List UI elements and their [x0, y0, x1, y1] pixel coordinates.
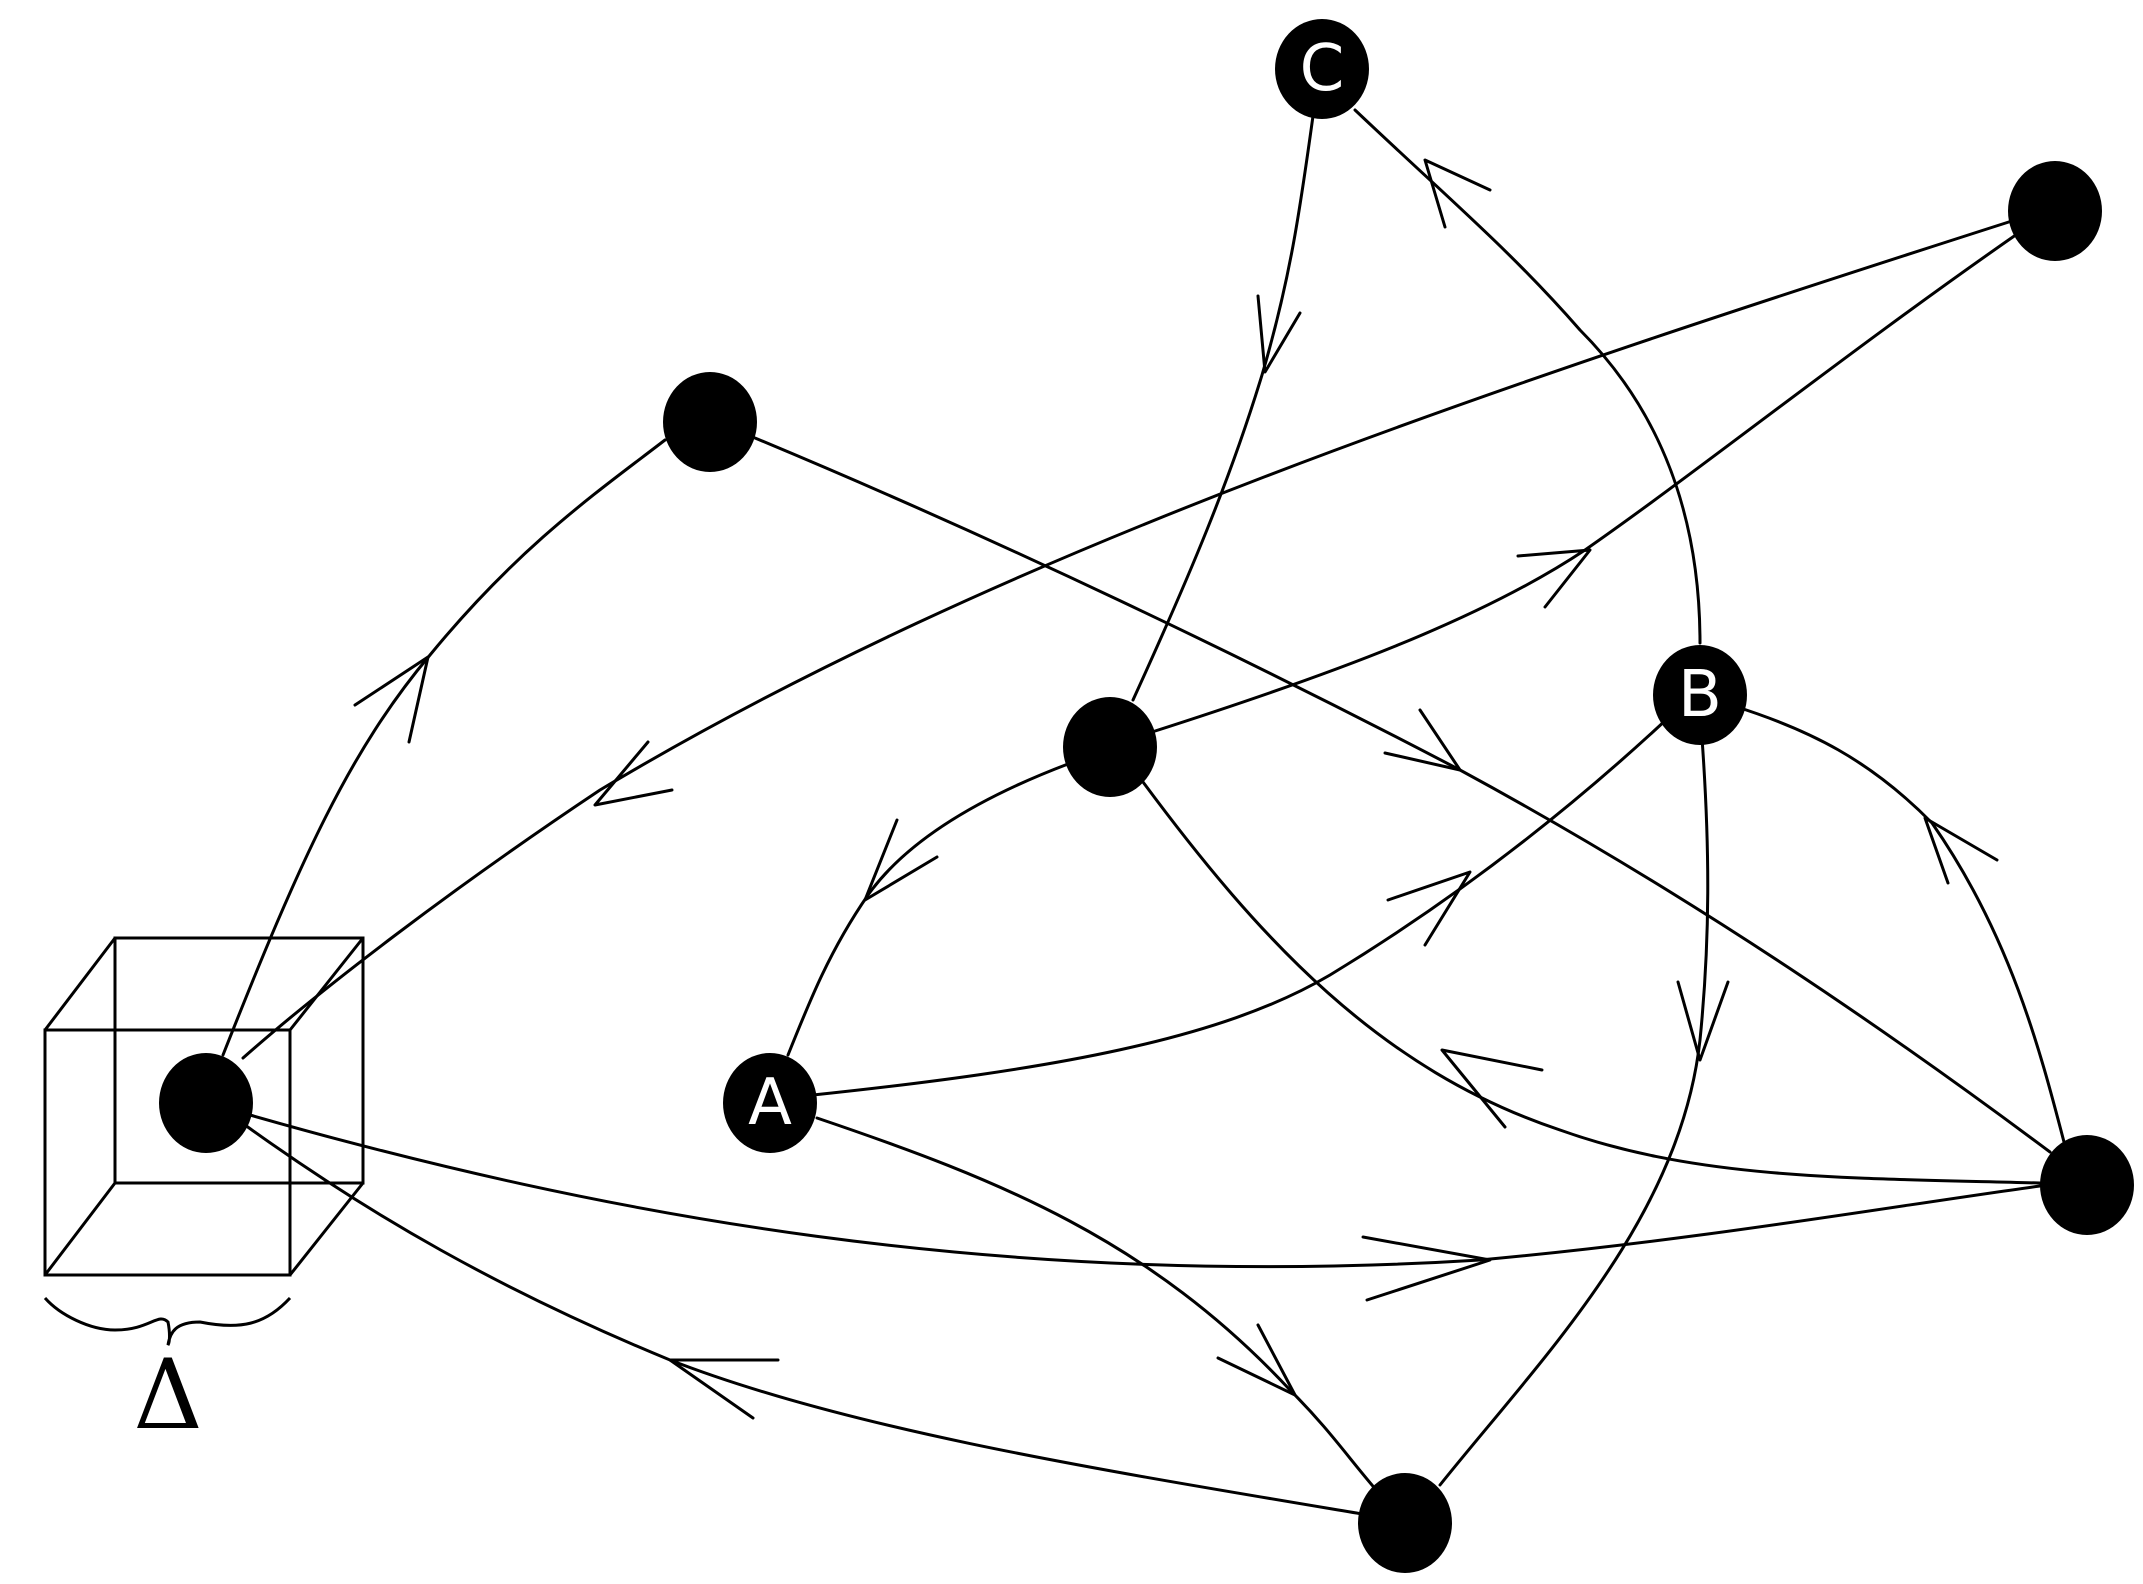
arrowhead — [593, 740, 674, 807]
edge-b-to-c — [1353, 108, 1702, 645]
arrowhead — [1516, 548, 1592, 609]
edge-cube-to-topleft — [221, 438, 667, 1057]
edge-b-to-bottom — [1438, 736, 1710, 1487]
node-c — [1275, 19, 1369, 119]
arrowhead — [1440, 1048, 1544, 1129]
arrowhead — [1383, 708, 1462, 772]
edge-a-to-b — [811, 716, 1670, 1097]
cube-outline — [43, 936, 365, 1277]
node-b — [1653, 645, 1747, 745]
arrowhead — [1386, 870, 1472, 947]
cube-width-delta: Δ — [133, 1339, 202, 1451]
edge-topright-to-cube — [241, 218, 2017, 1060]
edge-bottom-to-cube — [243, 1123, 1370, 1517]
cube-edge — [288, 937, 365, 1031]
cube-front-face — [43, 1028, 292, 1277]
edge-right-to-center — [1141, 780, 2042, 1185]
graph-edges — [221, 108, 2066, 1517]
node-c-label: C — [1300, 32, 1345, 106]
arrowhead — [353, 655, 430, 744]
arrowhead — [1361, 1235, 1492, 1302]
arrowhead — [1256, 294, 1302, 374]
edge-right-to-b — [1732, 704, 2066, 1144]
arrowhead — [863, 818, 939, 902]
node-bottom — [1358, 1473, 1452, 1573]
cube-back-face — [113, 936, 365, 1185]
node-a — [723, 1053, 817, 1153]
node-top-right — [2008, 161, 2102, 261]
arrowhead — [668, 1358, 780, 1420]
arrowhead — [1676, 980, 1730, 1062]
cube-edge — [43, 937, 117, 1031]
node-cube — [159, 1053, 253, 1153]
cube-width-brace — [43, 1296, 292, 1346]
arrowhead — [1923, 816, 1999, 885]
arrowhead — [1216, 1323, 1297, 1397]
node-top-left — [663, 372, 757, 472]
edge-c-to-center — [1131, 114, 1315, 702]
node-a-label: A — [748, 1066, 792, 1140]
edge-topleft-to-right — [753, 436, 2052, 1154]
edge-center-to-a — [786, 762, 1070, 1057]
edge-cube-to-right — [248, 1113, 2042, 1269]
arrowhead — [1423, 158, 1492, 229]
node-center — [1063, 697, 1157, 797]
graph-nodes: C B A — [159, 19, 2134, 1573]
edge-a-to-bottom — [815, 1116, 1380, 1494]
cube-edge — [43, 1182, 117, 1276]
node-b-label: B — [1678, 658, 1722, 732]
node-right — [2040, 1135, 2134, 1235]
cube-edge — [288, 1182, 365, 1276]
graph-arrowheads — [353, 158, 1999, 1420]
edge-center-to-topright — [1150, 230, 2022, 734]
